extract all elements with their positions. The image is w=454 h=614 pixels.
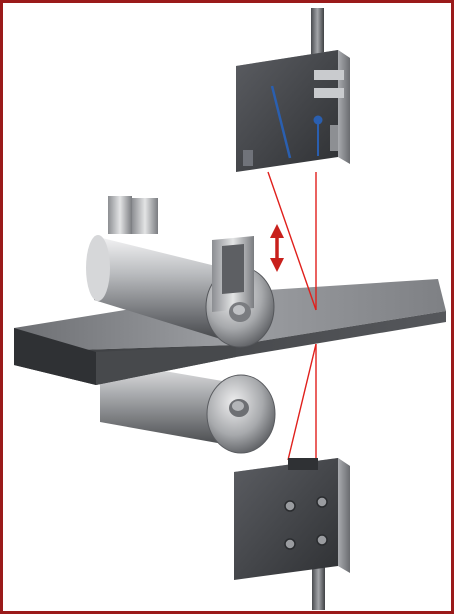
upper-roller-bracket-slot <box>222 244 244 294</box>
upper-sensor-front-face <box>236 50 338 172</box>
upper-roller-body <box>94 236 240 345</box>
upper-sensor-port <box>243 150 253 166</box>
upper-roller <box>86 196 275 348</box>
lower-roller-axle-highlight <box>232 401 244 411</box>
upper-sensor-indicator-dot <box>313 115 323 125</box>
mount-hole-1 <box>284 500 296 512</box>
upper-sensor-label-strip <box>314 70 344 80</box>
laser-beams <box>267 171 317 461</box>
upper-roller-rear-bracket <box>108 196 132 234</box>
upper-laser-emit <box>267 171 317 311</box>
lower-sensor-side-face <box>338 458 350 573</box>
upper-roller-axle-highlight <box>233 305 245 315</box>
lower-sensor-aperture <box>288 458 318 470</box>
lower-sensor-cable <box>312 560 325 610</box>
strip-front-face <box>96 345 236 385</box>
upper-roller-rear-bracket-plate <box>132 198 158 234</box>
upper-sensor-window <box>330 125 338 151</box>
upper-sensor-label-strip-2 <box>314 88 344 98</box>
upper-sensor-cable <box>311 8 324 63</box>
lower-roller-body <box>100 360 240 447</box>
strip-left-edge <box>14 328 96 385</box>
lower-sensor-front-face <box>234 458 338 580</box>
upper-roller-rear-end <box>86 235 110 301</box>
upper-sensor <box>236 8 350 172</box>
lower-laser-emit <box>287 343 317 461</box>
mount-hole-2 <box>316 496 328 508</box>
roller-gap-adjust-arrow <box>270 224 284 272</box>
arrow-head-down <box>270 258 284 272</box>
upper-sensor-blue-line <box>270 85 292 159</box>
lower-roller <box>100 360 276 454</box>
mount-hole-3 <box>284 538 296 550</box>
upper-sensor-side-face <box>338 50 350 164</box>
lower-sensor <box>234 458 350 610</box>
arrow-head-up <box>270 224 284 238</box>
mount-hole-4 <box>316 534 328 546</box>
